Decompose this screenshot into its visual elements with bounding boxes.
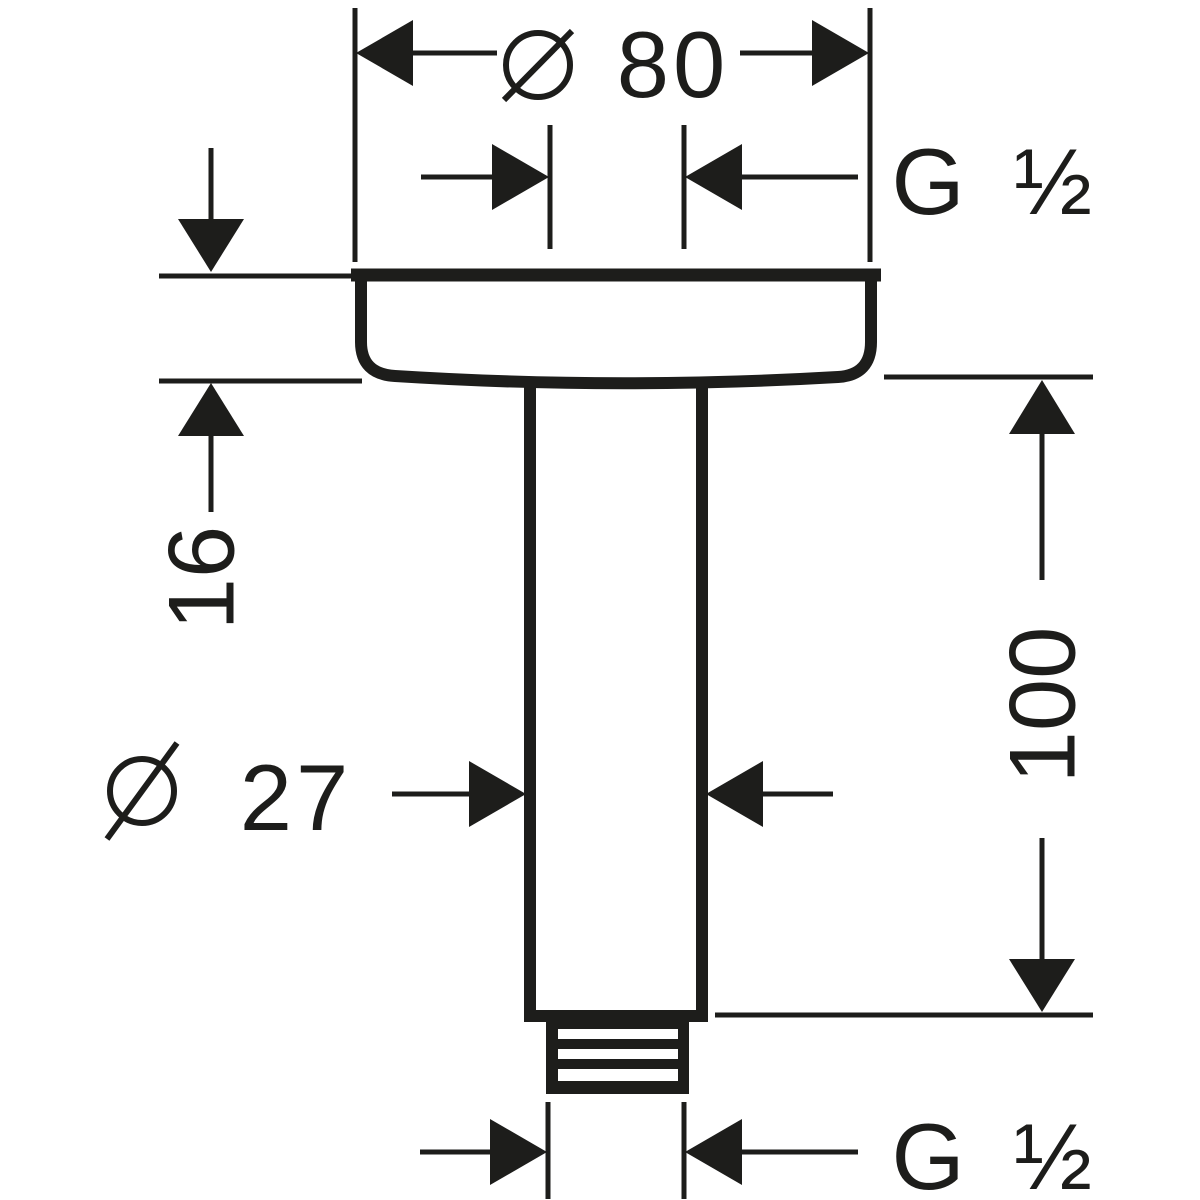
dimension-bottom-thread-g12: G ½ xyxy=(420,1102,1092,1200)
dimension-top-thread-g12: G ½ xyxy=(421,125,1092,249)
arrowhead-down-icon xyxy=(178,219,244,272)
flange-body-outline xyxy=(355,269,877,390)
dimension-pipe-length-100: 100 xyxy=(715,374,1095,1018)
dimension-value-27: 27 xyxy=(240,745,353,850)
dimension-value-100: 100 xyxy=(990,627,1095,784)
arrowhead-left-icon xyxy=(685,144,742,210)
arrowhead-left-icon xyxy=(356,20,413,86)
thread-fraction: ½ xyxy=(1014,1104,1092,1200)
dimension-value-80: 80 xyxy=(617,12,730,117)
thread-letter: G xyxy=(891,1104,964,1200)
arrowhead-right-icon xyxy=(492,144,549,210)
arrowhead-up-icon xyxy=(1009,380,1075,434)
dimension-value-16: 16 xyxy=(149,526,254,631)
dimension-top-diameter-80: 80 xyxy=(352,8,873,262)
thread-groove xyxy=(558,1049,678,1059)
thread-groove xyxy=(558,1029,678,1039)
arrowhead-left-icon xyxy=(685,1119,742,1185)
thread-groove xyxy=(558,1069,678,1081)
part-outline xyxy=(351,268,881,1094)
dimension-flange-height-16: 16 xyxy=(149,148,362,631)
dimension-pipe-diameter-27: 27 xyxy=(104,741,833,850)
diameter-icon xyxy=(104,741,180,841)
arrowhead-right-icon xyxy=(812,20,869,86)
thread-fraction: ½ xyxy=(1014,129,1092,234)
diameter-icon xyxy=(501,28,575,103)
arrowhead-right-icon xyxy=(469,761,526,827)
arrowhead-right-icon xyxy=(490,1119,547,1185)
thread-section xyxy=(546,1018,689,1094)
arrowhead-down-icon xyxy=(1009,959,1075,1012)
arrowhead-up-icon xyxy=(178,383,244,436)
arrowhead-left-icon xyxy=(706,761,763,827)
thread-letter: G xyxy=(891,129,964,234)
